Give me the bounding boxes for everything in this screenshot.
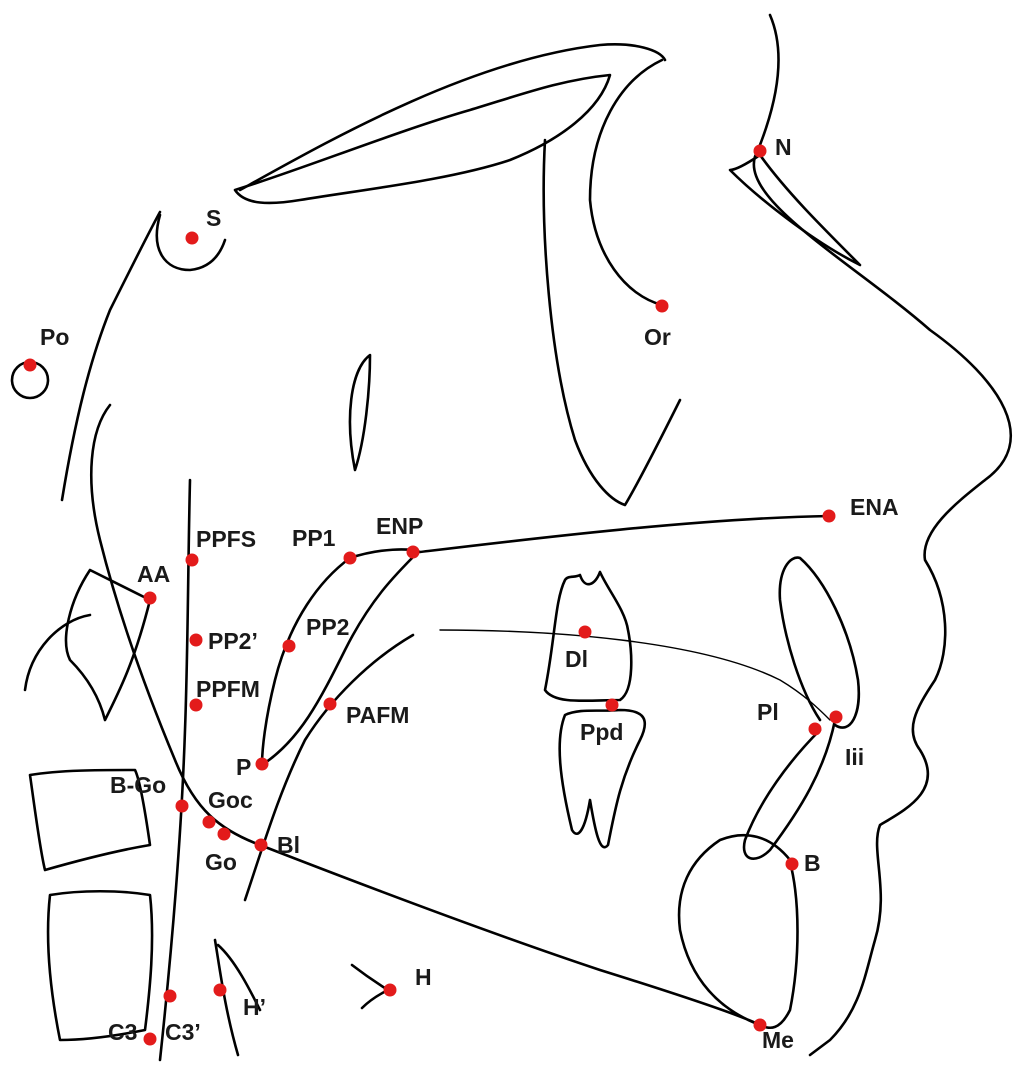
landmark-dot-Pl <box>809 723 822 736</box>
label-Bl: Bl <box>277 832 300 858</box>
label-PP2p: PP2’ <box>208 628 258 654</box>
label-H: H <box>415 964 432 990</box>
soft-palate <box>262 552 418 765</box>
cranial-base-anterior <box>235 75 610 203</box>
landmark-dot-PP1 <box>344 552 357 565</box>
label-PPFM: PPFM <box>196 676 260 702</box>
tongue-line <box>245 635 413 900</box>
symphysis <box>760 862 798 1028</box>
landmark-dot-P <box>256 758 269 771</box>
label-Pl: Pl <box>757 699 779 725</box>
clivus <box>62 212 160 500</box>
label-B: B <box>804 850 821 876</box>
maxillary-line <box>544 140 680 505</box>
landmark-dot-BGo <box>176 800 189 813</box>
vertebra-c2 <box>66 570 150 720</box>
label-ENA: ENA <box>850 494 899 520</box>
anatomical-tracing <box>12 15 1011 1060</box>
landmark-dot-Iii <box>830 711 843 724</box>
landmark-dot-S <box>186 232 199 245</box>
landmark-dot-Ppd <box>606 699 619 712</box>
landmark-dot-AA <box>144 592 157 605</box>
hyoid-bone <box>352 965 388 1008</box>
label-PP2: PP2 <box>306 614 349 640</box>
landmark-dot-ENA <box>823 510 836 523</box>
cranial-base-top <box>240 44 665 190</box>
landmark-dot-C3p <box>164 990 177 1003</box>
landmark-dot-Or <box>656 300 669 313</box>
label-PPFS: PPFS <box>196 526 256 552</box>
label-ENP: ENP <box>376 513 423 539</box>
label-Po: Po <box>40 324 69 350</box>
landmark-dot-PAFM <box>324 698 337 711</box>
landmark-dot-PP2 <box>283 640 296 653</box>
landmark-dot-N <box>754 145 767 158</box>
landmark-dot-Bl <box>255 839 268 852</box>
label-PP1: PP1 <box>292 525 336 551</box>
landmark-dot-Goc <box>203 816 216 829</box>
label-C3p: C3’ <box>165 1019 201 1045</box>
landmark-dot-Po <box>24 359 37 372</box>
nasal-bone <box>730 155 860 265</box>
label-PAFM: PAFM <box>346 702 409 728</box>
landmark-dot-Dl <box>579 626 592 639</box>
landmark-labels: S N Po Or ENA ENP PP1 PPFS AA PP2’ PP2 P… <box>40 134 899 1053</box>
label-Goc: Goc <box>208 787 253 813</box>
label-Or: Or <box>644 324 671 350</box>
landmark-dot-PPFS <box>186 554 199 567</box>
label-Ppd: Ppd <box>580 719 623 745</box>
upper-incisor <box>780 558 859 728</box>
landmark-dot-H <box>384 984 397 997</box>
landmark-dot-Go <box>218 828 231 841</box>
soft-tissue-profile <box>754 15 1011 1055</box>
mandibular-border <box>260 835 790 1025</box>
landmark-dot-C3 <box>144 1033 157 1046</box>
landmark-dot-B <box>786 858 799 871</box>
pterygomaxillary-fissure <box>350 355 370 470</box>
label-Me: Me <box>762 1027 794 1053</box>
label-N: N <box>775 134 792 160</box>
label-C3: C3 <box>108 1019 137 1045</box>
landmark-dot-ENP <box>407 546 420 559</box>
landmark-dot-PP2p <box>190 634 203 647</box>
landmark-dot-Hp <box>214 984 227 997</box>
label-BGo: B-Go <box>110 772 166 798</box>
label-Hp: H’ <box>243 994 266 1020</box>
label-Dl: Dl <box>565 646 588 672</box>
label-P: P <box>236 754 251 780</box>
label-Go: Go <box>205 849 237 875</box>
vertebra-c2-arch <box>25 615 90 690</box>
label-AA: AA <box>137 561 170 587</box>
label-Iii: Iii <box>845 744 864 770</box>
vertebra-c4 <box>48 891 152 1040</box>
label-S: S <box>206 205 221 231</box>
